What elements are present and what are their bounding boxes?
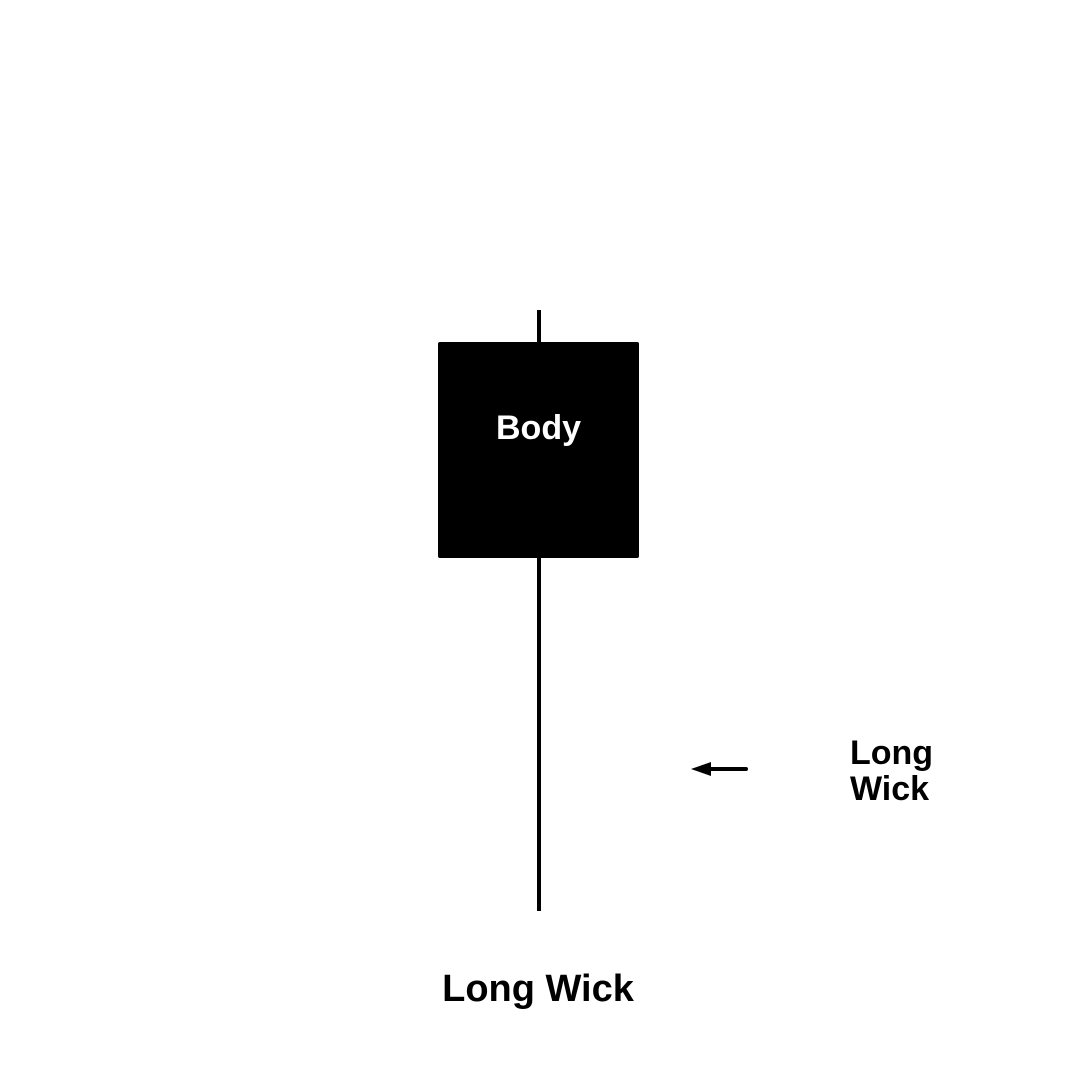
side-label-line1: Long (850, 734, 934, 772)
long-wick-side-label: Long Wick (850, 735, 933, 807)
arrow-left-icon (691, 762, 748, 776)
long-wick-bottom-label: Long Wick (442, 968, 634, 1010)
side-label-line2: Wick (850, 770, 930, 808)
candle-body (438, 342, 639, 558)
body-label: Body (496, 409, 581, 447)
